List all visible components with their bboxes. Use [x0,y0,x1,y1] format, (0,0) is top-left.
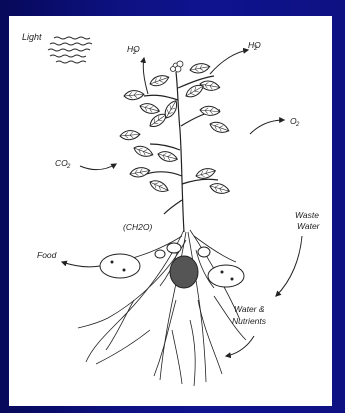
svg-text:2: 2 [253,46,258,52]
stem [144,72,220,232]
label-waste-water: Water [297,221,321,231]
svg-text:2: 2 [132,50,137,56]
arrow-water-nutrients [226,336,254,356]
arrow-from-co2 [80,164,116,170]
label-light: Light [22,32,42,42]
label-waste: Waste [295,210,319,220]
leaves [120,62,231,195]
light-rays [48,37,92,63]
arrow-waste-water [276,236,302,296]
arrow-to-h2o-left [143,58,148,94]
arrow-to-food [62,262,100,267]
label-nutrients: Nutrients [232,316,267,326]
svg-text:2: 2 [66,164,71,170]
tuber-center [170,256,198,288]
label-ch2o: (CH2O) [123,222,152,232]
flower [171,61,184,72]
arrow-to-o2 [250,120,284,134]
label-water-and: Water & [234,304,265,314]
tuber-right [208,265,244,287]
tubers [100,243,244,288]
svg-text:2: 2 [295,122,300,128]
flow-arrows [62,50,302,356]
arrow-to-h2o-right [210,50,248,74]
label-food: Food [37,250,57,260]
tuber-left [100,254,140,278]
